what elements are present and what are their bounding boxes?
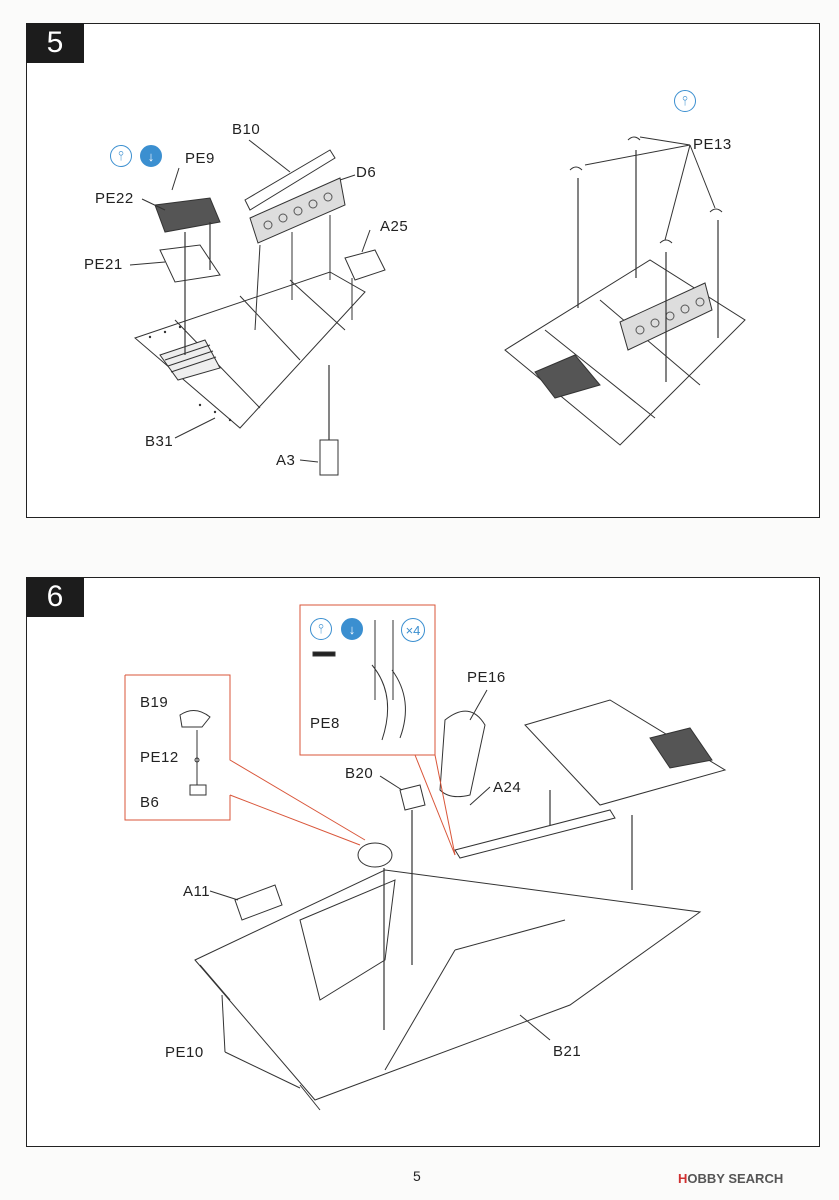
label-b10: B10 bbox=[232, 121, 261, 138]
label-a25: A25 bbox=[380, 218, 409, 235]
page-number: 5 bbox=[413, 1168, 421, 1184]
step-5-badge: 5 bbox=[26, 23, 84, 63]
quantity-badge: ×4 bbox=[401, 618, 425, 642]
leader-d6 bbox=[339, 174, 356, 181]
a25-part bbox=[344, 249, 386, 281]
quantity-label: ×4 bbox=[405, 622, 421, 638]
step-5-left-drawing bbox=[129, 139, 386, 476]
label-pe8: PE8 bbox=[310, 715, 340, 732]
label-a24: A24 bbox=[493, 779, 522, 796]
d6-holes bbox=[263, 192, 333, 230]
label-pe12: PE12 bbox=[140, 749, 179, 766]
step-number: 6 bbox=[46, 580, 64, 613]
leader-pe22 bbox=[141, 198, 166, 211]
bend-icon: ⫯ bbox=[674, 90, 696, 112]
pe13-handle bbox=[659, 239, 673, 244]
a24-beam bbox=[454, 809, 616, 859]
label-pe9: PE9 bbox=[185, 150, 215, 167]
pe10-strip bbox=[199, 964, 231, 1001]
pe10-strip bbox=[299, 1084, 321, 1111]
step-number: 5 bbox=[46, 26, 64, 59]
a11-part bbox=[234, 884, 283, 921]
label-b6: B6 bbox=[140, 794, 160, 811]
label-d6: D6 bbox=[356, 164, 377, 181]
hatch-cap bbox=[357, 842, 393, 868]
label-b19: B19 bbox=[140, 694, 169, 711]
bend-icon: ⫯ bbox=[310, 618, 332, 640]
rear-deck bbox=[524, 699, 727, 806]
label-pe16: PE16 bbox=[467, 669, 506, 686]
label-pe21: PE21 bbox=[84, 256, 123, 273]
pe16-part bbox=[439, 710, 486, 798]
pe22-mesh bbox=[154, 197, 221, 233]
assembled-plate bbox=[504, 259, 746, 446]
b10-bar bbox=[244, 149, 336, 211]
b31-plate bbox=[134, 271, 366, 429]
leader-pe9 bbox=[171, 167, 180, 191]
hull-window bbox=[299, 879, 396, 1001]
label-pe13: PE13 bbox=[693, 136, 732, 153]
label-b21: B21 bbox=[553, 1043, 582, 1060]
watermark-brand-mark: H bbox=[678, 1171, 688, 1186]
pe13-handle bbox=[709, 208, 723, 213]
leader-a25 bbox=[361, 229, 371, 253]
label-b20: B20 bbox=[345, 765, 374, 782]
installed-mesh bbox=[534, 354, 601, 399]
a3-part bbox=[319, 439, 339, 476]
rear-deck-mesh bbox=[649, 727, 713, 769]
bend-icon: ⫯ bbox=[110, 145, 132, 167]
watermark: HOBBY SEARCH bbox=[678, 1171, 783, 1186]
pe13-handle bbox=[569, 166, 583, 171]
leader-b10 bbox=[248, 139, 291, 173]
label-pe22: PE22 bbox=[95, 190, 134, 207]
leader-pe21 bbox=[129, 261, 166, 266]
label-pe10: PE10 bbox=[165, 1044, 204, 1061]
label-a11: A11 bbox=[183, 883, 211, 900]
step-6-badge: 6 bbox=[26, 577, 84, 617]
label-a3: A3 bbox=[276, 452, 296, 469]
leader-a3 bbox=[299, 459, 319, 463]
pe13-handle bbox=[627, 136, 641, 141]
pe21-plate bbox=[159, 244, 221, 283]
fold-down-icon: ↓ bbox=[341, 618, 363, 640]
step-6-drawing bbox=[124, 604, 727, 1111]
d6-block bbox=[249, 177, 346, 244]
rivets bbox=[148, 325, 232, 422]
b20-part bbox=[399, 784, 426, 811]
leader-b31 bbox=[174, 417, 216, 439]
grille-slats bbox=[159, 339, 221, 381]
watermark-brand-text: OBBY SEARCH bbox=[687, 1171, 784, 1186]
callout-line-left bbox=[125, 674, 366, 841]
step-5-right-drawing bbox=[504, 136, 746, 446]
fold-down-icon: ↓ bbox=[140, 145, 162, 167]
label-b31: B31 bbox=[145, 433, 174, 450]
